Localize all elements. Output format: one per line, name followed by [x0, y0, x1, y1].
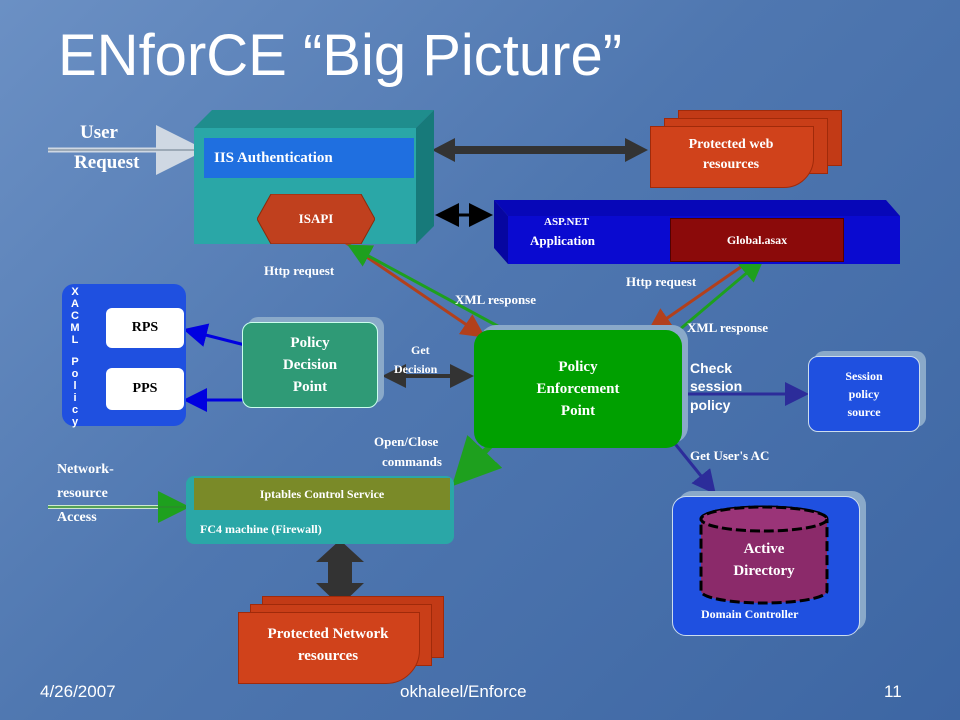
network-label-1: Network-	[57, 462, 114, 477]
pdp-to-rps-arrow	[183, 323, 246, 347]
user-request-label: User	[80, 122, 118, 143]
pdp-line1: Policy	[290, 335, 330, 351]
user-request-label-2: Request	[74, 152, 140, 173]
pdp-line2: Decision	[282, 357, 338, 373]
xml-response-arrow-1	[347, 244, 506, 332]
domain-controller-label: Domain Controller	[701, 607, 799, 621]
protected-network-line2: resources	[297, 648, 359, 664]
iptables-control-service: Iptables Control Service	[194, 478, 450, 510]
footer-date: 4/26/2007	[40, 682, 116, 701]
xml-response-arrow-2	[671, 258, 765, 338]
session-line1: Session	[845, 369, 883, 383]
pps-box: PPS	[106, 368, 184, 410]
pdp-line3: Point	[292, 379, 328, 395]
http-request-arrow-2	[647, 260, 749, 332]
active-directory-line2: Directory	[733, 563, 795, 579]
check-session-label-3: policy	[690, 397, 731, 413]
network-label-3: Access	[57, 510, 97, 525]
footer-page-number: 11	[884, 682, 902, 701]
pep-line1: Policy	[558, 359, 598, 375]
get-decision-label-1: Get	[411, 343, 430, 357]
check-session-label-1: Check	[690, 360, 733, 376]
isapi-shape	[257, 194, 375, 244]
protected-network-line1: Protected Network	[267, 626, 389, 642]
iis-web-double-arrow	[432, 138, 648, 162]
pep-line3: Point	[560, 403, 596, 419]
network-label-2: resource	[57, 486, 108, 501]
iis-authentication: IIS Authentication	[204, 138, 414, 178]
active-directory-cylinder	[699, 505, 829, 605]
session-line3: source	[847, 405, 881, 419]
global-asax: Global.asax	[670, 218, 844, 262]
fc4-label: FC4 machine (Firewall)	[200, 522, 322, 536]
aspnet-line2: Application	[530, 233, 596, 248]
get-users-ac-label: Get User's AC	[690, 448, 770, 463]
rps-box: RPS	[106, 308, 184, 348]
http-request-label-2: Http request	[626, 274, 697, 289]
aspnet-line1: ASP.NET	[544, 216, 590, 228]
session-line2: policy	[848, 387, 880, 401]
aspnet-application: ASP.NET Application Global.asax	[494, 200, 900, 264]
policy-enforcement-point: Policy Enforcement Point	[474, 330, 682, 448]
iis-server: IIS Authentication ISAPI	[194, 110, 434, 244]
slide-title: ENforCE “Big Picture”	[58, 23, 623, 88]
session-policy-source: Session policy source	[808, 356, 920, 432]
get-decision-label-2: Decision	[394, 362, 438, 376]
domain-controller: Active Directory Domain Controller	[672, 496, 860, 636]
protected-web-line2: resources	[702, 157, 760, 172]
protected-web-line1: Protected web	[688, 137, 774, 152]
footer-author: okhaleel/Enforce	[400, 682, 527, 701]
firewall-network-double-arrow	[316, 540, 364, 606]
open-close-label-2: commands	[382, 454, 442, 469]
open-close-label-1: Open/Close	[374, 434, 439, 449]
http-request-label-1: Http request	[264, 263, 335, 278]
open-close-arrow	[451, 434, 503, 487]
protected-web-resources: Protected web resources	[640, 104, 880, 194]
fc4-firewall: Iptables Control Service FC4 machine (Fi…	[186, 476, 454, 544]
pep-line2: Enforcement	[536, 381, 620, 397]
policy-decision-point: Policy Decision Point	[242, 322, 378, 408]
xml-response-label-2: XML response	[687, 320, 769, 335]
check-session-label-2: session	[690, 378, 743, 394]
xml-response-label-1: XML response	[455, 292, 537, 307]
isapi-label: ISAPI	[298, 211, 334, 226]
active-directory-line1: Active	[743, 541, 785, 557]
get-users-ac-arrow	[670, 439, 716, 495]
protected-network-resources: Protected Network resources	[232, 594, 452, 690]
